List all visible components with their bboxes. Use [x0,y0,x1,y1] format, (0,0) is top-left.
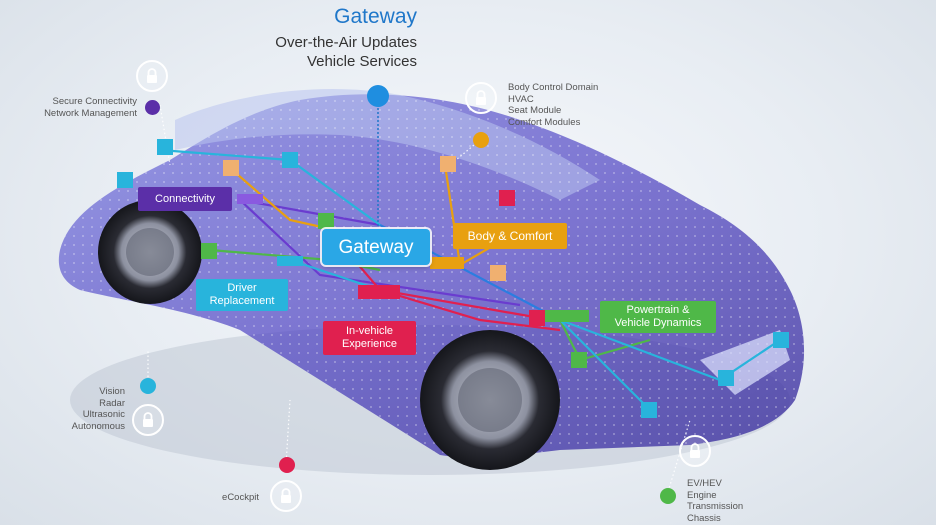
label-line: In-vehicle [345,325,394,337]
feature-item: HVAC [508,93,534,105]
gateway-dot [367,85,389,107]
body-comfort-features: Body Control Domain HVAC Seat Module Com… [508,82,598,128]
feature-item: Engine [687,489,717,501]
feature-item: Chassis [687,512,721,524]
connectivity-features: Secure Connectivity Network Management [44,96,137,119]
in-vehicle-dot [279,457,295,473]
feature-item: Network Management [44,107,137,119]
feature-item: Vision [99,386,125,397]
feature-item: EV/HEV [687,478,722,489]
subtitle-line: Vehicle Services [306,53,417,70]
feature-item: Transmission [687,501,744,512]
in-vehicle-experience-label: In-vehicle Experience [323,321,416,355]
powertrain-features: EV/HEV Engine Transmission Chassis [687,478,743,524]
feature-item: Secure Connectivity [52,96,137,107]
label-line: Driver [227,282,257,294]
feature-item: eCockpit [222,492,259,503]
label-line: Replacement [209,295,275,307]
subtitle-line: Over-the-Air Updates [275,34,417,51]
label-line: Experience [341,338,398,350]
driver-replacement-label: Driver Replacement [196,279,288,311]
gateway-label: Gateway [322,229,430,265]
driver-replacement-features: Vision Radar Ultrasonic Autonomous [72,386,125,432]
feature-item: Radar [99,397,125,409]
label-line: Powertrain & [626,304,690,316]
diagram-subtitle: Over-the-Air Updates Vehicle Services [275,33,417,71]
in-vehicle-features: eCockpit [222,492,259,504]
feature-item: Autonomous [71,420,125,432]
driver-replacement-dot [140,378,156,394]
lock-icon [465,82,497,114]
lock-icon [132,404,164,436]
lock-icon [270,480,302,512]
lock-icon [679,435,711,467]
body-comfort-dot [473,132,489,148]
feature-item: Comfort Modules [508,116,581,128]
lock-icon [136,60,168,92]
label-line: Vehicle Dynamics [614,317,702,329]
powertrain-dot [660,488,676,504]
connectivity-label: Connectivity [138,187,232,211]
body-comfort-label: Body & Comfort [453,223,567,249]
feature-item: Seat Module [508,105,562,116]
diagram-title: Gateway [334,5,417,28]
powertrain-label: Powertrain & Vehicle Dynamics [600,301,716,333]
feature-item: Body Control Domain [508,82,599,93]
feature-item: Ultrasonic [82,409,125,420]
connectivity-dot [145,100,160,115]
